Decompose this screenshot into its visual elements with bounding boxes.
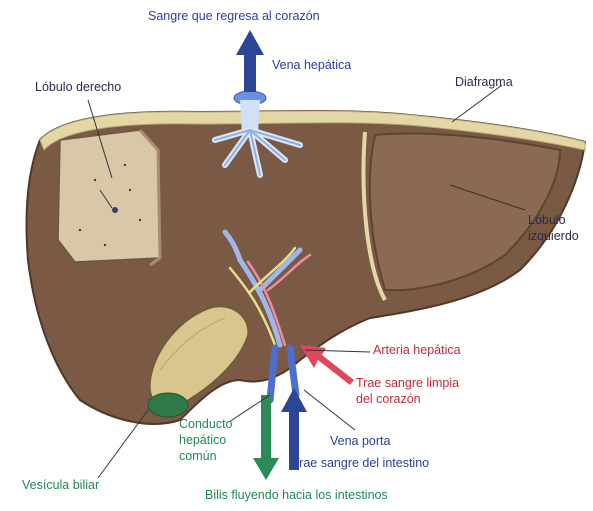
up-arrow xyxy=(236,30,264,92)
label-common-duct-3: común xyxy=(179,449,217,464)
label-intestine-blood: Trae sangre del intestino xyxy=(292,456,429,471)
label-clean-blood-1: Trae sangre limpia xyxy=(356,376,459,391)
label-clean-blood-2: del corazón xyxy=(356,392,421,407)
label-gallbladder: Vesícula biliar xyxy=(22,478,99,493)
label-common-duct-2: hepático xyxy=(179,433,226,448)
label-common-duct-1: Conducto xyxy=(179,417,233,432)
label-diaphragm: Diafragma xyxy=(455,75,513,90)
label-right-lobe: Lóbulo derecho xyxy=(35,80,121,95)
label-left-lobe-2: izquierdo xyxy=(528,229,579,244)
left-lobe xyxy=(370,133,560,290)
bile-arrow xyxy=(253,395,279,480)
label-bile-flow: Bilis fluyendo hacia los intestinos xyxy=(205,488,388,503)
label-hepatic-vein: Vena hepática xyxy=(272,58,351,73)
label-hepatic-artery: Arteria hepática xyxy=(373,343,461,358)
label-left-lobe-1: Lóbulo xyxy=(528,213,566,228)
label-portal-vein: Vena porta xyxy=(330,434,390,449)
right-lobe-section xyxy=(58,130,160,262)
label-top-blood: Sangre que regresa al corazón xyxy=(148,9,320,24)
